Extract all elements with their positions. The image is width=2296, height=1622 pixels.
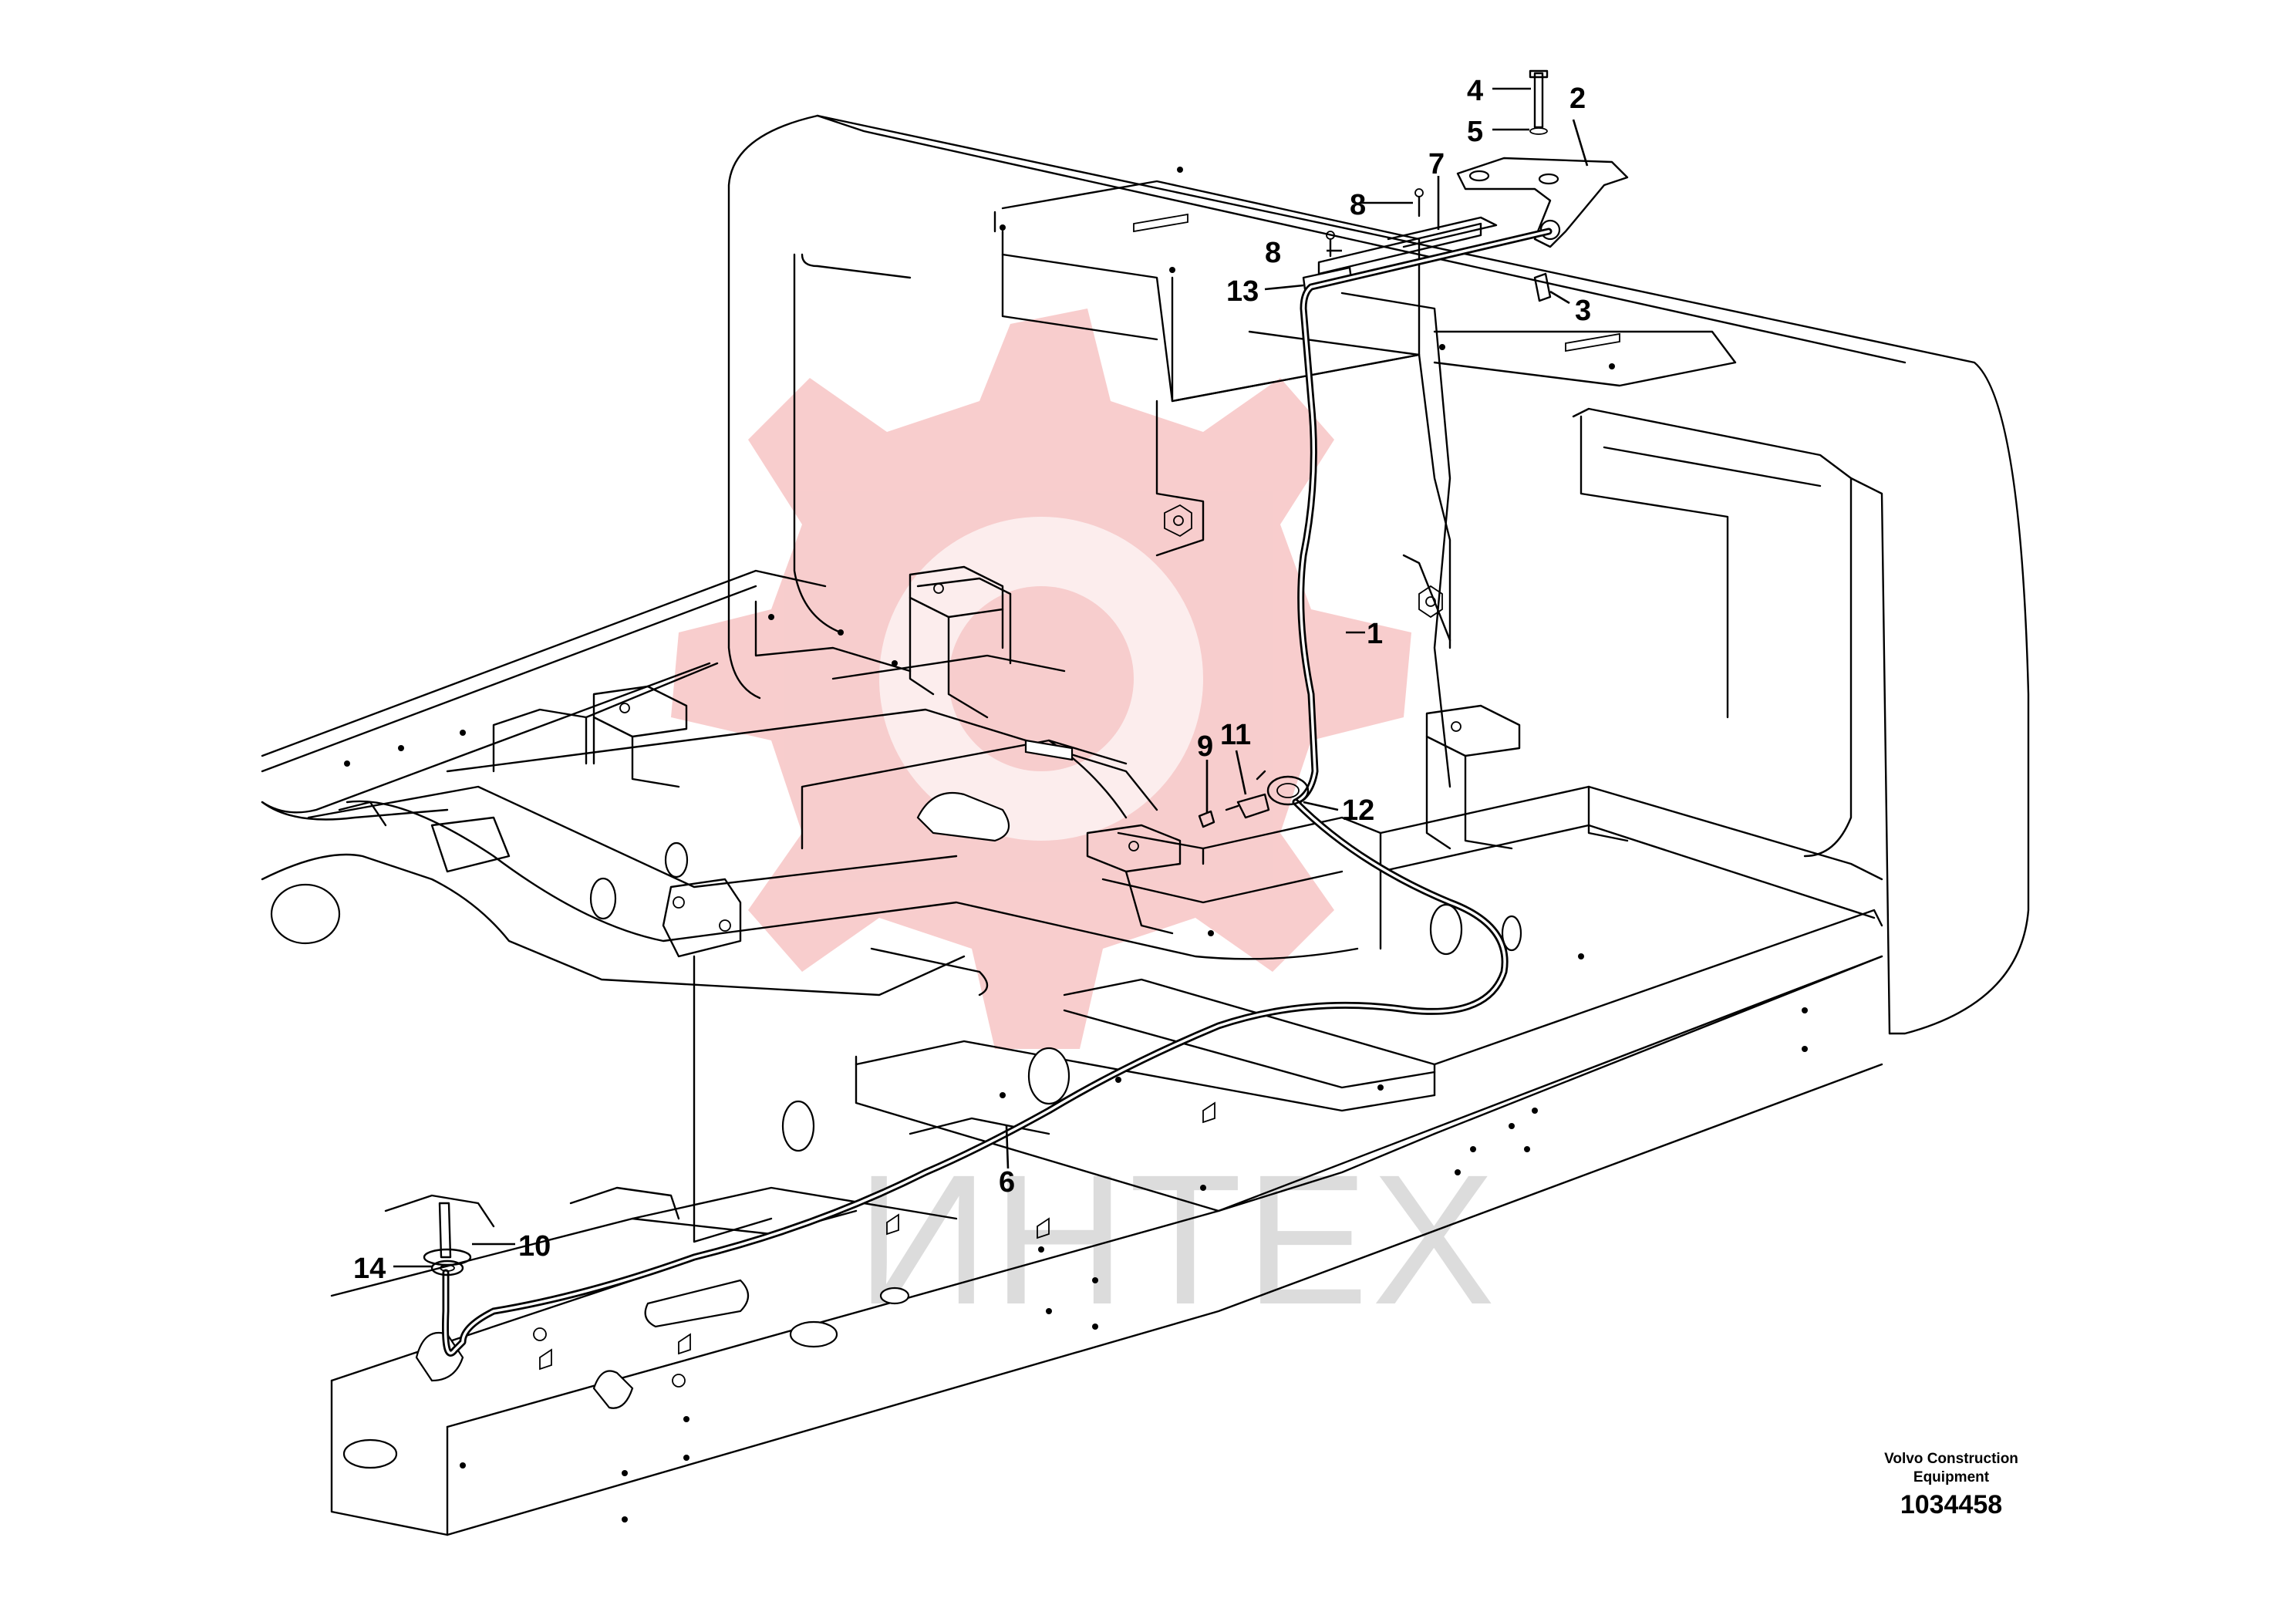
part-washer xyxy=(1529,127,1548,135)
callout-10: 10 xyxy=(518,1230,551,1263)
callout-14: 14 xyxy=(353,1253,386,1285)
callout-13: 13 xyxy=(1226,275,1259,308)
watermark-gear-logo xyxy=(671,309,1411,1049)
side-plates xyxy=(1155,353,1451,649)
callout-12: 12 xyxy=(1342,794,1374,827)
part-cover-plate xyxy=(1317,222,1482,275)
part-rod xyxy=(438,1202,452,1259)
part-screw xyxy=(1533,272,1552,302)
callout-2: 2 xyxy=(1569,83,1586,115)
upper-frame xyxy=(261,569,1883,996)
callout-7: 7 xyxy=(1428,148,1445,180)
callout-1: 1 xyxy=(1367,618,1383,650)
callout-4: 4 xyxy=(1467,75,1483,107)
watermark-gear-core xyxy=(949,586,1134,771)
callout-8-upper: 8 xyxy=(1350,189,1366,221)
callout-5: 5 xyxy=(1467,116,1483,148)
part-clamp-bracket xyxy=(1236,793,1270,819)
counterweight-housing xyxy=(727,114,2030,1035)
lower-frame-rails xyxy=(330,909,1883,1536)
part-bracket xyxy=(1456,157,1629,248)
grommet-assembly xyxy=(423,1202,472,1276)
callout-labels: 1 2 3 4 5 6 7 8 8 9 10 11 12 13 14 xyxy=(353,75,1591,1285)
callout-11: 11 xyxy=(1220,719,1251,751)
callout-6: 6 xyxy=(999,1166,1015,1199)
manufacturer-label: Volvo Construction Equipment xyxy=(1797,1450,2106,1487)
drawing-number: 1034458 xyxy=(1900,1490,2003,1519)
part-bolt xyxy=(1533,72,1544,129)
watermark-text: ИНТЕХ xyxy=(856,1136,1499,1343)
bracket-assembly xyxy=(1456,69,1629,302)
callout-8-lower: 8 xyxy=(1265,237,1281,269)
leader-lines xyxy=(393,87,1589,1268)
callout-9: 9 xyxy=(1197,730,1213,763)
cable-assembly xyxy=(442,228,1553,1357)
frame-fastener-dots xyxy=(344,614,1808,1523)
mounting-brackets xyxy=(592,565,1521,935)
manufacturer-line-2: Equipment xyxy=(1913,1469,1990,1485)
callout-3: 3 xyxy=(1575,295,1591,327)
manufacturer-line-1: Volvo Construction xyxy=(1884,1451,2018,1467)
part-clamp-ring xyxy=(1266,775,1310,806)
